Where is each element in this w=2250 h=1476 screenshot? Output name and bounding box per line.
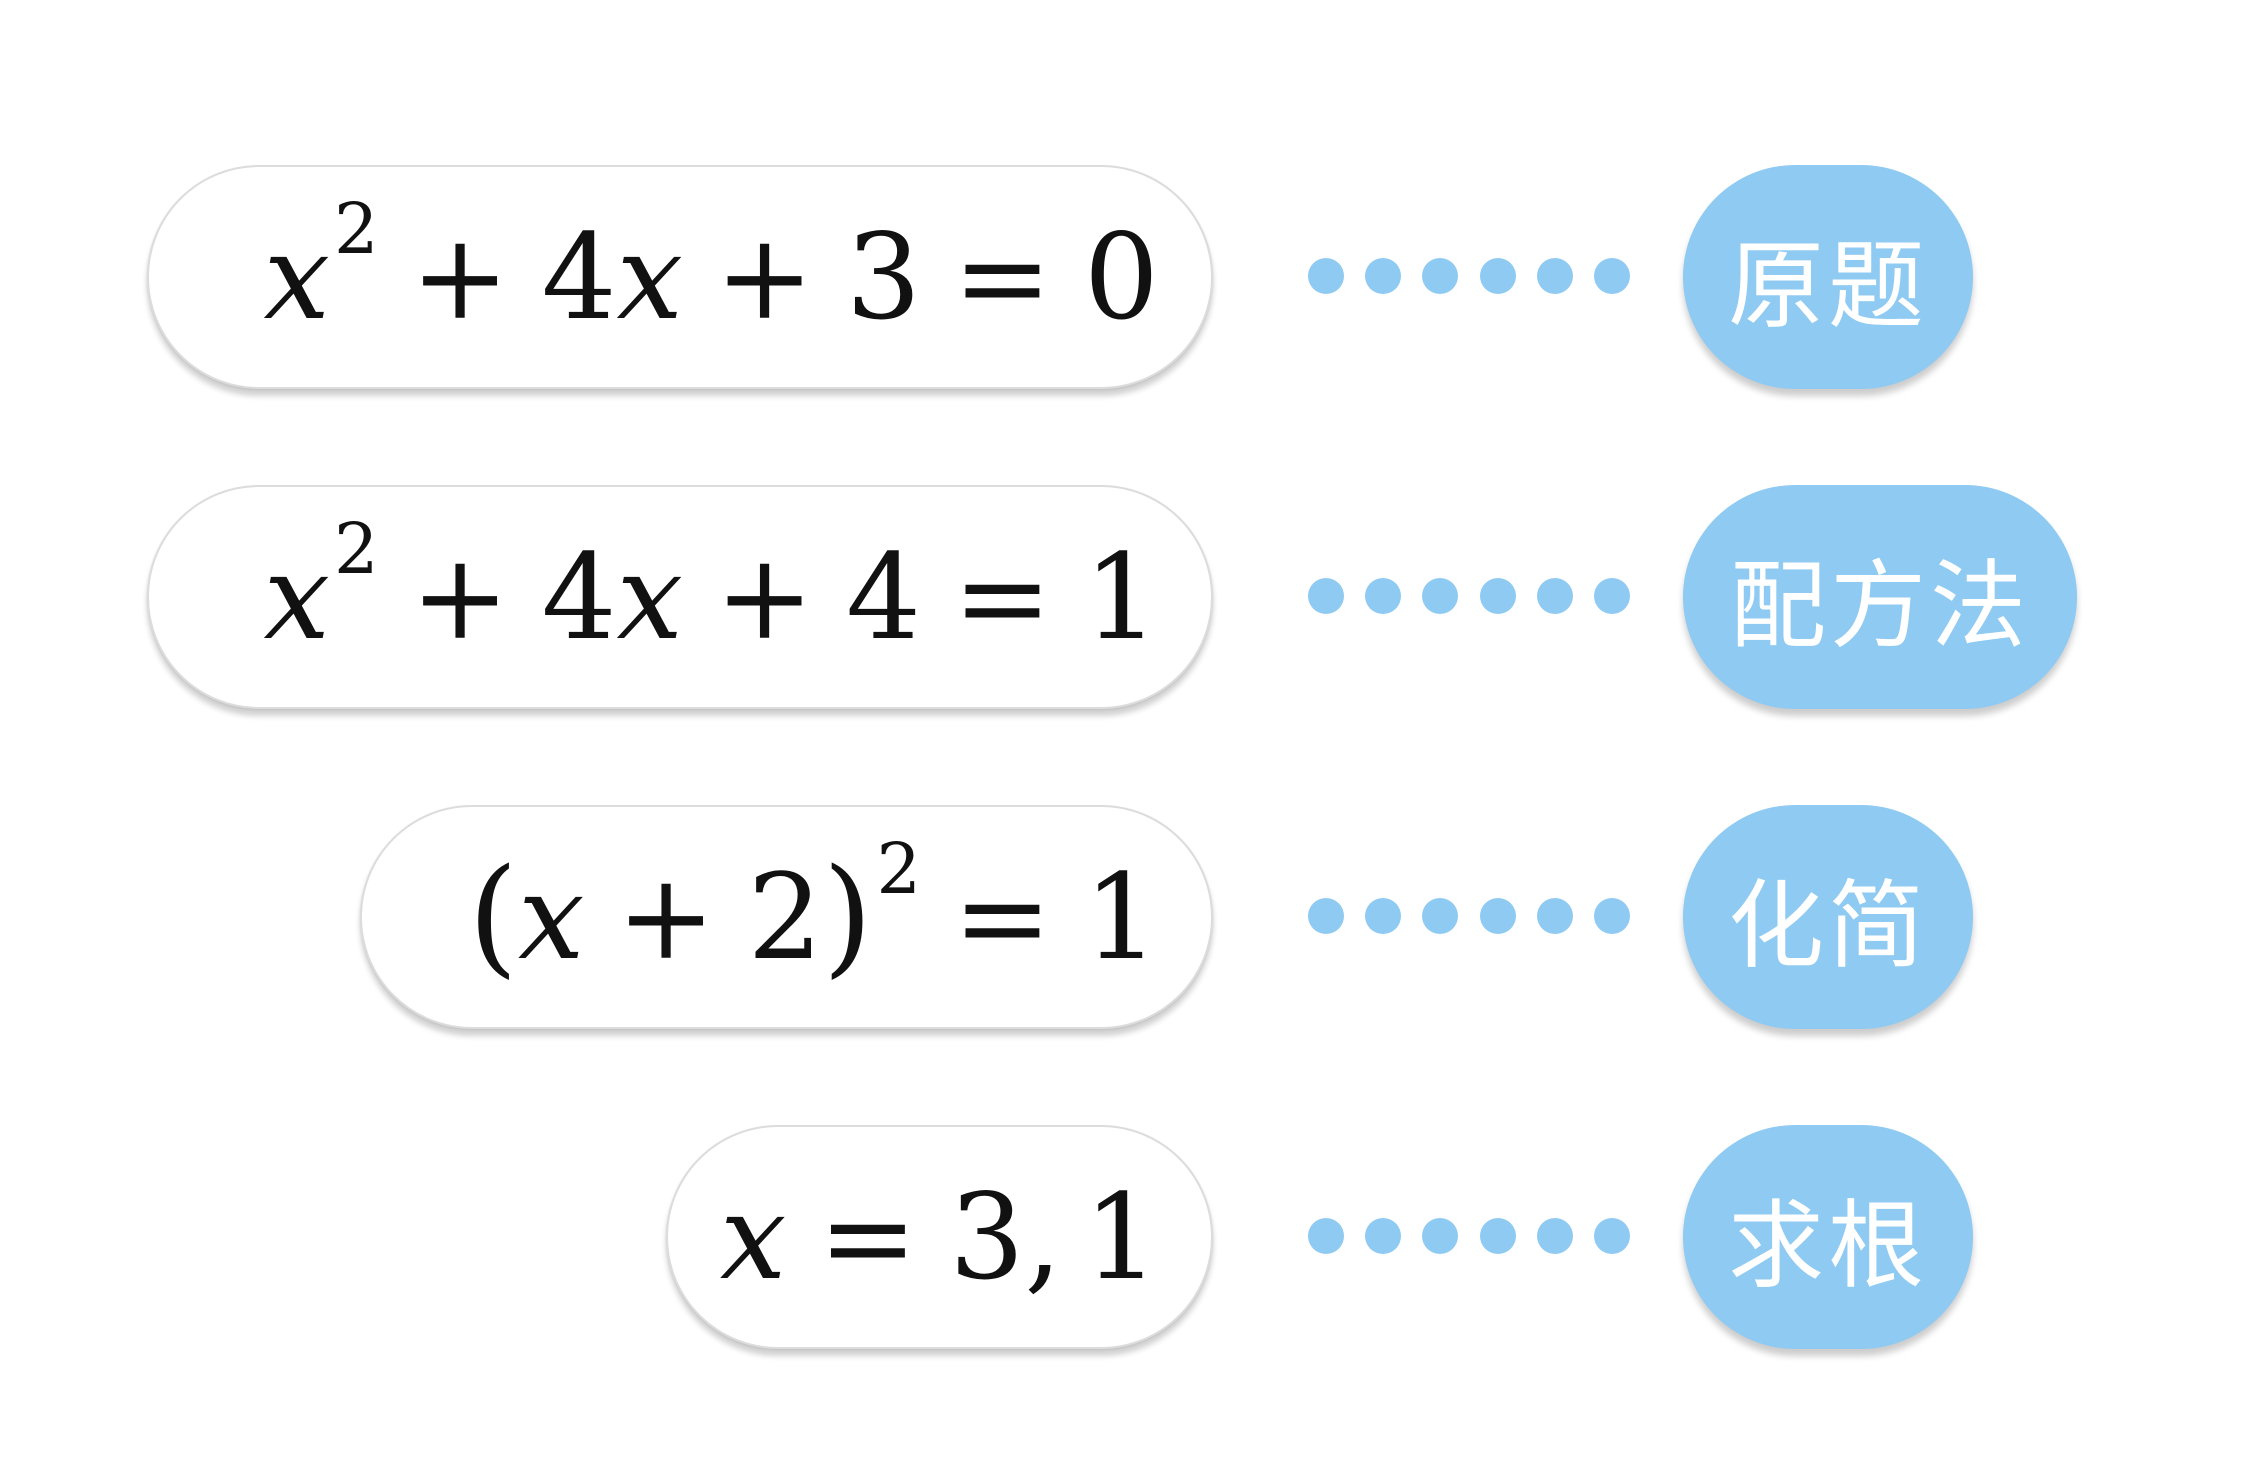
root-2: 1 <box>1083 1168 1159 1306</box>
dotted-connector-4 <box>1308 1216 1630 1256</box>
equals-sign: = <box>953 848 1052 986</box>
step-row-4: x = 3, 1 求根 <box>0 1125 2250 1353</box>
left-paren: ( <box>468 842 519 991</box>
variable-x: x <box>719 1168 787 1306</box>
connector-dot <box>1536 898 1573 934</box>
operator-plus: + <box>715 208 814 346</box>
comma: , <box>1024 1168 1062 1306</box>
connector-dot <box>1536 258 1573 294</box>
coefficient: 4 <box>541 208 617 346</box>
variable-x: x <box>518 848 585 986</box>
equation-3: (x + 2)2 = 1 <box>468 834 1159 991</box>
step-label-4: 求根 <box>1683 1125 1973 1349</box>
connector-dot <box>1422 898 1459 934</box>
right-paren: ) <box>822 842 873 991</box>
connector-dot <box>1308 898 1344 934</box>
operator-plus: + <box>410 528 510 666</box>
exponent: 2 <box>876 828 922 910</box>
connector-dot <box>1365 1218 1402 1254</box>
right-hand-side: 0 <box>1083 208 1159 346</box>
coefficient: 4 <box>541 528 617 666</box>
exponent: 2 <box>334 188 379 270</box>
connector-dot <box>1479 578 1516 614</box>
equation-4: x = 3, 1 <box>720 1178 1159 1296</box>
equals-sign: = <box>953 528 1052 666</box>
connector-dot <box>1479 898 1516 934</box>
connector-dot <box>1365 578 1402 614</box>
connector-dot <box>1593 578 1630 614</box>
step-label-2: 配方法 <box>1683 485 2077 709</box>
connector-dot <box>1593 898 1630 934</box>
connector-dot <box>1422 1218 1459 1254</box>
connector-dot <box>1365 898 1402 934</box>
connector-dot <box>1308 1218 1344 1254</box>
root-1: 3 <box>949 1168 1025 1306</box>
exponent: 2 <box>334 508 379 590</box>
connector-dot <box>1308 578 1344 614</box>
constant: 4 <box>845 528 922 666</box>
variable-x: x <box>616 208 684 346</box>
connector-dot <box>1536 1218 1573 1254</box>
equals-sign: = <box>818 1168 918 1306</box>
connector-dot <box>1479 258 1516 294</box>
connector-dot <box>1308 258 1344 294</box>
variable-x: x <box>616 528 684 666</box>
step-label-1: 原题 <box>1683 165 1973 389</box>
connector-dot <box>1422 578 1459 614</box>
dotted-connector-3 <box>1308 896 1630 936</box>
connector-dot <box>1536 578 1573 614</box>
connector-dot <box>1365 258 1402 294</box>
right-hand-side: 1 <box>1083 528 1159 666</box>
equals-sign: = <box>953 208 1052 346</box>
equation-pill-3: (x + 2)2 = 1 <box>360 805 1213 1029</box>
constant: 3 <box>845 208 922 346</box>
connector-dot <box>1593 1218 1630 1254</box>
connector-dot <box>1593 258 1630 294</box>
connector-dot <box>1422 258 1459 294</box>
operator-plus: + <box>410 208 510 346</box>
equation-pill-4: x = 3, 1 <box>666 1125 1213 1349</box>
operator-plus: + <box>715 528 814 666</box>
constant: 2 <box>747 848 823 986</box>
step-label-3: 化简 <box>1683 805 1973 1029</box>
variable-x: x <box>263 528 331 666</box>
variable-x: x <box>263 208 331 346</box>
right-hand-side: 1 <box>1083 848 1159 986</box>
dotted-connector-2 <box>1308 576 1630 616</box>
step-row-3: (x + 2)2 = 1 化简 <box>0 805 2250 1033</box>
connector-dot <box>1479 1218 1516 1254</box>
dotted-connector-1 <box>1308 256 1630 296</box>
operator-plus: + <box>616 848 716 986</box>
